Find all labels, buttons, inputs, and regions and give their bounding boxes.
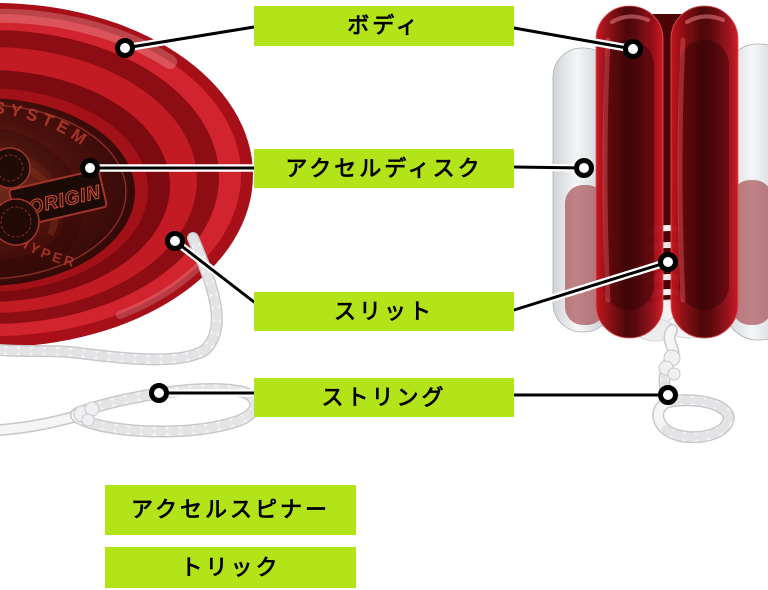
anchor-dot-body-left bbox=[115, 38, 135, 58]
right-string-knot bbox=[658, 349, 681, 381]
label-trick: トリック bbox=[105, 547, 356, 588]
label-accel-spinner: アクセルスピナー bbox=[105, 485, 356, 535]
anchor-dot-string-right bbox=[658, 385, 678, 405]
callout-lines bbox=[86, 23, 672, 399]
right-yoyo-photo bbox=[552, 5, 768, 444]
anchor-dot-string-left bbox=[149, 383, 169, 403]
right-yoyo-string-loop bbox=[652, 324, 735, 444]
label-string: ストリング bbox=[254, 378, 514, 417]
callout-line-body-right bbox=[510, 24, 637, 53]
callout-line-slit-left bbox=[171, 237, 258, 306]
anchor-dot-accel-right bbox=[574, 158, 594, 178]
anchor-dot-slit-left bbox=[165, 231, 185, 251]
left-yoyo-photo: SYSTEM HYPER LORIGIN bbox=[0, 3, 253, 347]
label-accel-disc: アクセルディスク bbox=[254, 149, 514, 188]
label-body: ボディ bbox=[254, 6, 514, 46]
anchor-dot-accel-left bbox=[80, 158, 100, 178]
anchor-dots bbox=[80, 38, 678, 405]
label-slit: スリット bbox=[254, 292, 514, 331]
anchor-dot-slit-right bbox=[658, 252, 678, 272]
anchor-dot-body-right bbox=[623, 39, 643, 59]
left-string-knot bbox=[73, 401, 100, 427]
right-yoyo-red-halves bbox=[595, 5, 739, 339]
callout-line-slit-right bbox=[510, 258, 672, 314]
callout-line-body-left bbox=[121, 23, 258, 52]
callout-line-accel-right bbox=[510, 163, 588, 172]
left-yoyo-side-emblems bbox=[0, 147, 40, 246]
